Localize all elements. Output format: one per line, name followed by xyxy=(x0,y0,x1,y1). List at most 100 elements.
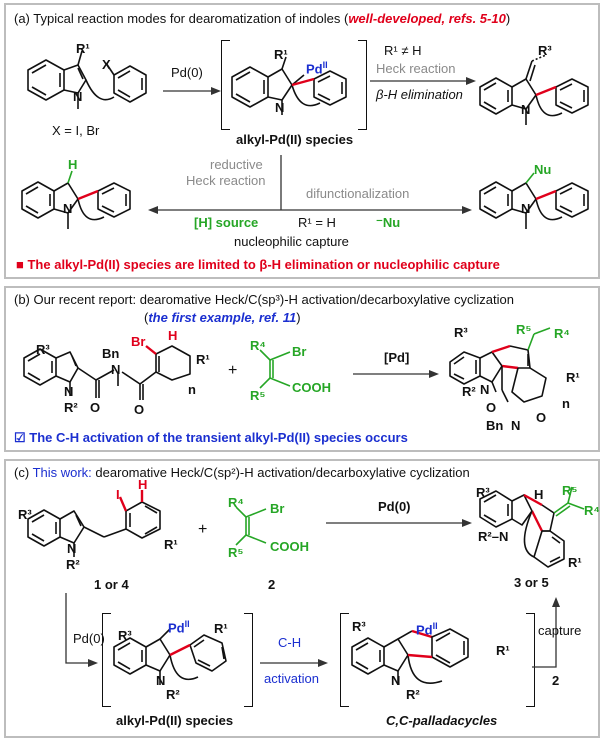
atom-r3: R³ xyxy=(454,325,468,340)
atom-r3: R³ xyxy=(36,342,50,357)
atom-r2-n: R²–N xyxy=(478,529,509,544)
atom-n: N xyxy=(63,201,73,216)
atom-h: H xyxy=(138,477,148,492)
atom-nu: Nu xyxy=(534,162,552,177)
panel-c: (c) This work: dearomative Heck/C(sp²)-H… xyxy=(4,459,600,738)
ch-activation-2: activation xyxy=(264,671,319,686)
panel-a-title: (a) Typical reaction modes for dearomati… xyxy=(14,11,511,26)
nucleophilic-capture: nucleophilic capture xyxy=(234,234,349,249)
atom-r1: R¹ xyxy=(274,47,288,62)
atom-r3: R³ xyxy=(352,619,366,634)
beta-h-elimination: β-H elimination xyxy=(376,87,463,102)
reaction-arrow xyxy=(163,87,221,95)
atom-cooh: COOH xyxy=(292,380,331,395)
reagent-pd0-step: Pd(0) xyxy=(73,631,105,646)
atom-br: Br xyxy=(292,344,307,359)
panel-b-title: (b) Our recent report: dearomative Heck/… xyxy=(14,292,514,307)
product-3-structure xyxy=(479,486,585,568)
capture-label: capture xyxy=(538,623,582,638)
atom-br: Br xyxy=(270,501,285,516)
atom-n: N xyxy=(521,102,531,117)
atom-br: Br xyxy=(131,334,146,349)
atom-r2: R² xyxy=(406,687,420,702)
atom-r1: R¹ xyxy=(196,352,210,367)
atom-h: H xyxy=(534,487,544,502)
reagent-pd0: Pd(0) xyxy=(171,65,203,80)
bracket-right xyxy=(526,613,535,707)
bracket-right xyxy=(244,613,253,707)
intermediate-label: alkyl-Pd(II) species xyxy=(236,132,354,147)
heck-reaction: Heck reaction xyxy=(376,61,456,76)
substrate-label: X = I, Br xyxy=(52,123,100,138)
atom-n: N xyxy=(480,382,490,397)
intermediate-1-label: alkyl-Pd(II) species xyxy=(116,713,234,728)
atom-r3: R³ xyxy=(476,485,490,500)
atom-r4: R⁴ xyxy=(228,495,244,510)
atom-n-sub: n xyxy=(188,382,196,397)
red-square-icon: ■ xyxy=(16,257,24,272)
plus-sign: + xyxy=(228,362,238,379)
panel-b-subtitle: (the first example, ref. 11) xyxy=(144,310,301,325)
atom-pd: PdII xyxy=(416,621,438,638)
capture-arrow xyxy=(532,597,560,668)
plus-sign: + xyxy=(198,521,208,538)
bromoacrylic-acid-structure xyxy=(259,349,291,389)
alkyl-pd-structure xyxy=(231,56,347,115)
label-product: 3 or 5 xyxy=(514,575,549,590)
panel-b-note: ☑ The C-H activation of the transient al… xyxy=(14,430,408,445)
atom-bn: Bn xyxy=(102,346,120,361)
atom-r3: R³ xyxy=(538,43,552,58)
label-substrate: 1 or 4 xyxy=(94,577,129,592)
reaction-arrow xyxy=(353,370,439,378)
heck-product-structure xyxy=(479,54,589,125)
panel-b-product-structure xyxy=(449,327,551,403)
atom-n: N xyxy=(156,673,166,688)
h-source: [H] source xyxy=(194,215,259,230)
reagent-pd: [Pd] xyxy=(384,350,410,365)
substrate-1-structure xyxy=(27,490,161,557)
atom-n: N xyxy=(275,100,285,115)
atom-i: I xyxy=(116,487,120,502)
panel-b: (b) Our recent report: dearomative Heck/… xyxy=(4,286,600,452)
atom-h: H xyxy=(168,328,178,343)
atom-r4: R⁴ xyxy=(250,338,266,353)
panel-a: (a) Typical reaction modes for dearomati… xyxy=(4,3,600,279)
atom-r5: R⁵ xyxy=(562,483,578,498)
reagent-pd0: Pd(0) xyxy=(378,499,411,514)
r1-eq-h: R¹ = H xyxy=(298,215,336,230)
atom-r1: R¹ xyxy=(214,621,228,636)
atom-r2: R² xyxy=(166,687,180,702)
panel-a-note: ■ The alkyl-Pd(II) species are limited t… xyxy=(16,257,500,272)
panel-b-substrate-structure xyxy=(23,345,191,400)
bracket-left xyxy=(102,613,111,707)
atom-r1: R¹ xyxy=(164,537,178,552)
atom-r3: R³ xyxy=(18,507,32,522)
atom-n: N xyxy=(64,384,74,399)
atom-n: N xyxy=(67,541,77,556)
atom-r4: R⁴ xyxy=(584,503,600,518)
reduced-product-structure xyxy=(21,170,131,229)
bracket-left xyxy=(221,40,230,130)
atom-h: H xyxy=(68,157,78,172)
atom-n: N xyxy=(511,418,521,433)
atom-pd: PdII xyxy=(168,619,190,636)
atom-r5: R⁵ xyxy=(228,545,244,560)
branch-arrows xyxy=(148,155,472,214)
label-acid: 2 xyxy=(268,577,276,592)
atom-n: N xyxy=(73,89,83,104)
pd0-step-arrow xyxy=(65,593,98,667)
main-reaction-arrow xyxy=(326,519,472,527)
reductive-heck-2: Heck reaction xyxy=(186,173,266,188)
cond-r1-not-h: R¹ ≠ H xyxy=(384,43,422,58)
atom-o: O xyxy=(90,400,101,415)
atom-x: X xyxy=(102,57,111,72)
atom-r5: R⁵ xyxy=(250,388,266,403)
bracket-left xyxy=(340,613,349,707)
atom-r2: R² xyxy=(66,557,80,572)
alkyl-pd-intermediate-structure xyxy=(113,628,227,685)
heck-arrow xyxy=(370,77,476,85)
atom-n: N xyxy=(111,362,121,377)
atom-o: O xyxy=(486,400,497,415)
palladacycle-structure xyxy=(351,628,469,685)
panel-c-title: (c) This work: dearomative Heck/C(sp²)-H… xyxy=(14,465,470,480)
